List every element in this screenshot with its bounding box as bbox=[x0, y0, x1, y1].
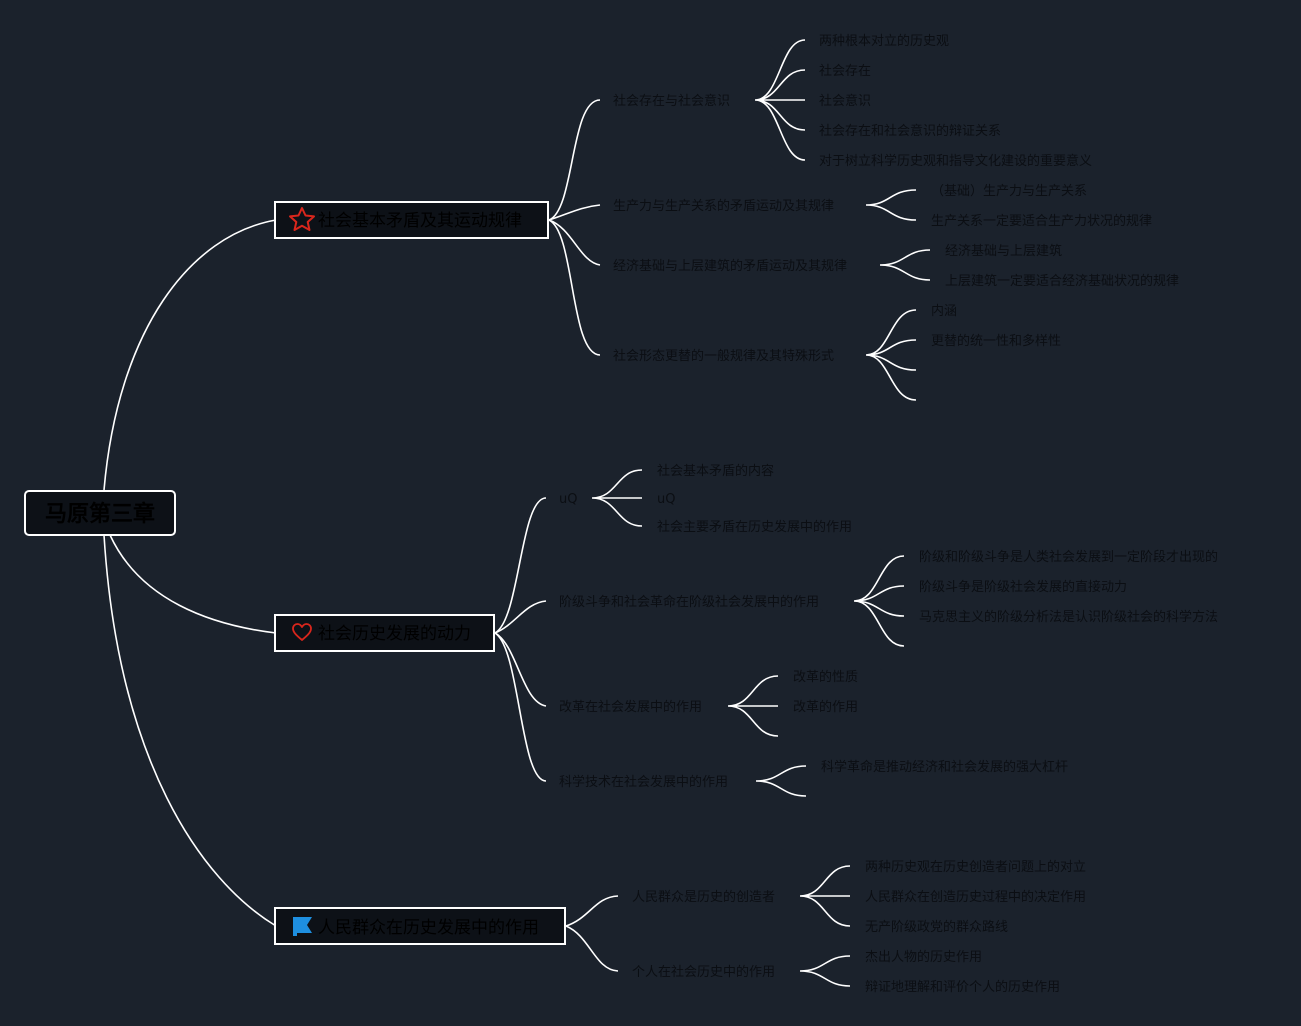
leaf-label[interactable]: 社会意识 bbox=[819, 93, 871, 109]
leaf-label[interactable]: 上层建筑一定要适合经济基础状况的规律 bbox=[945, 273, 1179, 289]
leaf-label[interactable]: 改革的性质 bbox=[793, 669, 858, 685]
link-topic-3-sub-1 bbox=[565, 895, 619, 927]
link-t1s1-leaves bbox=[754, 39, 806, 161]
link-topic-2-sub-2 bbox=[494, 600, 547, 634]
leaf-label[interactable]: uQ bbox=[657, 492, 675, 507]
link-topic-2-sub-1 bbox=[494, 497, 547, 634]
subtopic-label[interactable]: 社会形态更替的一般规律及其特殊形式 bbox=[613, 348, 834, 364]
link-topic-1-sub-2 bbox=[548, 204, 601, 221]
leaf-label[interactable]: 经济基础与上层建筑 bbox=[945, 243, 1062, 259]
link-t2s2-leaves bbox=[853, 555, 905, 647]
leaf-label[interactable]: （基础）生产力与生产关系 bbox=[931, 184, 1087, 199]
topic-node-3[interactable]: 人民群众在历史发展中的作用 bbox=[274, 907, 566, 945]
leaf-label[interactable]: 两种根本对立的历史观 bbox=[819, 33, 949, 49]
link-root-topic-3 bbox=[103, 534, 277, 927]
leaf-label[interactable]: 辩证地理解和评价个人的历史作用 bbox=[865, 979, 1060, 995]
flag-icon bbox=[293, 917, 312, 936]
heart-icon bbox=[292, 623, 312, 641]
leaf-label[interactable]: 社会基本矛盾的内容 bbox=[657, 463, 774, 479]
link-t2s3-leaves bbox=[727, 675, 779, 737]
leaf-label[interactable]: 社会主要矛盾在历史发展中的作用 bbox=[657, 519, 852, 535]
link-t3s2-leaves bbox=[799, 955, 851, 987]
link-topic-1-sub-3 bbox=[548, 219, 601, 266]
topic-label-3: 人民群众在历史发展中的作用 bbox=[318, 918, 539, 938]
topic-label-1: 社会基本矛盾及其运动规律 bbox=[318, 211, 522, 231]
leaf-label[interactable]: 生产关系一定要适合生产力状况的规律 bbox=[931, 213, 1152, 229]
leaf-label[interactable]: 内涵 bbox=[931, 303, 957, 319]
leaf-label[interactable]: 阶级和阶级斗争是人类社会发展到一定阶段才出现的 bbox=[919, 549, 1218, 565]
topic-node-1[interactable]: 社会基本矛盾及其运动规律 bbox=[274, 201, 549, 239]
link-t1s3-leaves bbox=[879, 249, 931, 281]
link-topic-3-sub-2 bbox=[565, 925, 619, 972]
topic-label-2: 社会历史发展的动力 bbox=[318, 624, 471, 644]
link-topic-2-sub-3 bbox=[494, 632, 547, 707]
link-t1s4-leaves bbox=[865, 309, 917, 401]
leaf-label[interactable]: 无产阶级政党的群众路线 bbox=[865, 919, 1008, 935]
leaf-label[interactable]: 对于树立科学历史观和指导文化建设的重要意义 bbox=[819, 153, 1092, 169]
topic-node-2[interactable]: 社会历史发展的动力 bbox=[274, 614, 495, 652]
leaf-label[interactable]: 马克思主义的阶级分析法是认识阶级社会的科学方法 bbox=[919, 609, 1218, 625]
subtopic-label[interactable]: 经济基础与上层建筑的矛盾运动及其规律 bbox=[613, 258, 847, 274]
subtopic-label[interactable]: 社会存在与社会意识 bbox=[613, 93, 730, 109]
leaf-label[interactable]: 社会存在和社会意识的辩证关系 bbox=[819, 123, 1001, 139]
leaf-label[interactable]: 人民群众在创造历史过程中的决定作用 bbox=[865, 889, 1086, 905]
link-t2s1-leaves bbox=[591, 469, 643, 527]
leaf-label[interactable]: 阶级斗争是阶级社会发展的直接动力 bbox=[919, 579, 1127, 595]
subtopic-label[interactable]: uQ bbox=[559, 492, 577, 507]
star-icon bbox=[289, 207, 315, 231]
link-t3s1-leaves bbox=[799, 865, 851, 927]
link-topic-1-sub-1 bbox=[548, 99, 601, 221]
link-root-topic-2 bbox=[109, 534, 277, 634]
leaf-label[interactable]: 社会存在 bbox=[819, 63, 871, 79]
subtopic-label[interactable]: 生产力与生产关系的矛盾运动及其规律 bbox=[613, 198, 834, 214]
subtopic-label[interactable]: 科学技术在社会发展中的作用 bbox=[559, 774, 728, 790]
link-t1s2-leaves bbox=[865, 189, 917, 221]
subtopic-label[interactable]: 个人在社会历史中的作用 bbox=[632, 964, 775, 980]
link-topic-1-sub-4 bbox=[548, 219, 601, 356]
link-t2s4-leaves bbox=[755, 765, 807, 797]
link-root-topic-1 bbox=[103, 219, 277, 491]
subtopic-label[interactable]: 人民群众是历史的创造者 bbox=[632, 889, 775, 905]
subtopic-label[interactable]: 阶级斗争和社会革命在阶级社会发展中的作用 bbox=[559, 594, 819, 610]
link-topic-2-sub-4 bbox=[494, 632, 547, 782]
leaf-label[interactable]: 杰出人物的历史作用 bbox=[865, 949, 982, 965]
leaf-label[interactable]: 两种历史观在历史创造者问题上的对立 bbox=[865, 859, 1086, 875]
leaf-label[interactable]: 更替的统一性和多样性 bbox=[931, 333, 1061, 349]
leaf-label[interactable]: 改革的作用 bbox=[793, 699, 858, 715]
subtopic-label[interactable]: 改革在社会发展中的作用 bbox=[559, 699, 702, 715]
root-node[interactable]: 马原第三章 bbox=[24, 490, 176, 536]
leaf-label[interactable]: 科学革命是推动经济和社会发展的强大杠杆 bbox=[821, 759, 1068, 775]
root-label: 马原第三章 bbox=[45, 501, 155, 527]
